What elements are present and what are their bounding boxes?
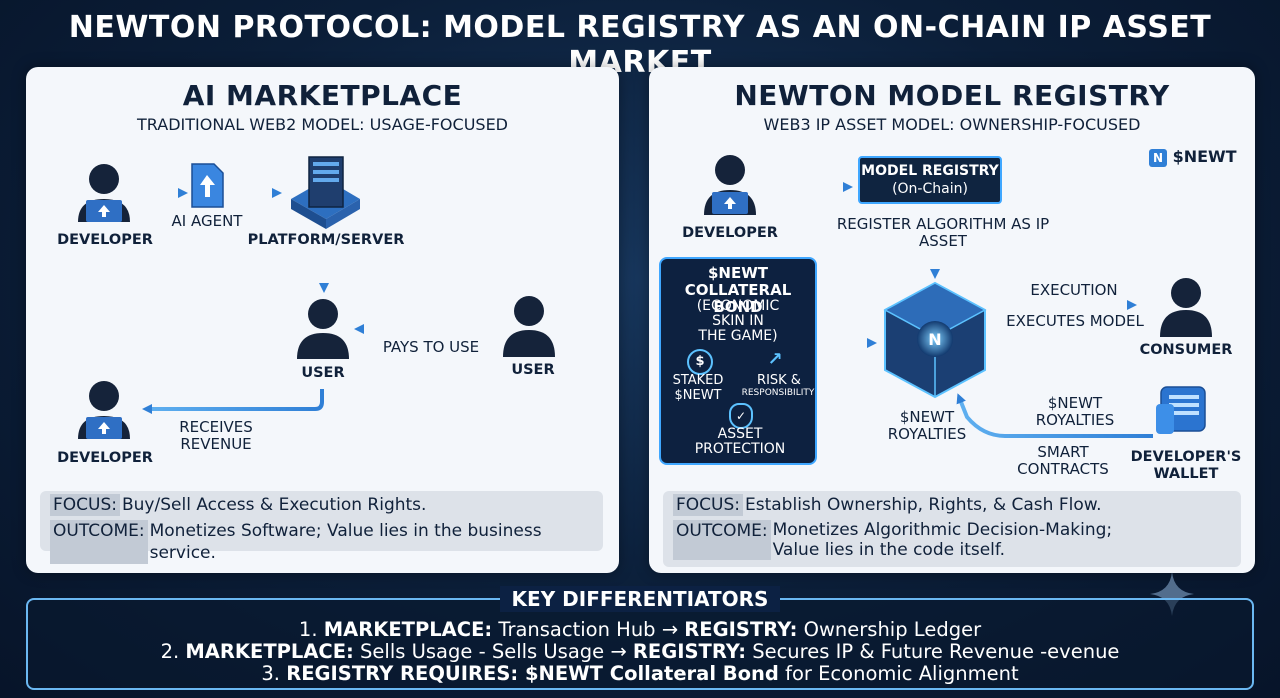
platform-label: PLATFORM/SERVER [247,232,405,248]
consumer-label: CONSUMER [1139,342,1233,358]
wallet-label: DEVELOPER'S WALLET [1130,449,1242,482]
newton-registry-panel: NEWTON MODEL REGISTRY WEB3 IP ASSET MODE… [649,67,1255,573]
ai-marketplace-panel: AI MARKETPLACE TRADITIONAL WEB2 MODEL: U… [26,67,619,573]
collateral-bond-box: $NEWT COLLATERAL BOND (ECONOMIC SKIN IN … [659,257,817,465]
wallet-icon [1156,386,1206,434]
ai-agent-label: AI AGENT [171,212,243,230]
focus-value: Establish Ownership, Rights, & Cash Flow… [745,495,1102,515]
outcome-value: Monetizes Software; Value lies in the bu… [149,521,542,563]
bond-subtitle: (ECONOMIC SKIN IN THE GAME) [696,298,780,344]
bond-title: $NEWT COLLATERAL BOND [684,264,792,316]
asset-protection-label: ASSET PROTECTION [694,426,786,457]
risk-label: RISK & [757,373,801,388]
registry-onchain-label: (On-Chain) [892,181,968,197]
newton-logo-icon: N [1149,148,1167,167]
token-label: $NEWT [1172,147,1237,166]
developer-bottom-icon [78,381,130,439]
sparkle-icon [1150,572,1194,616]
focus-key: FOCUS: [673,494,743,516]
developer-label: DEVELOPER [682,225,778,241]
server-icon [291,156,360,229]
focus-outcome-box: FOCUS:Establish Ownership, Rights, & Cas… [663,491,1241,567]
panel-title: AI MARKETPLACE [182,79,463,112]
registry-flow-diagram: N [704,155,1212,438]
developer-bottom-label: DEVELOPER [57,450,153,466]
registry-label: MODEL REGISTRY [861,163,999,179]
executes-model-label: EXECUTES MODEL [1006,312,1144,330]
shield-icon: ✓ [729,403,753,429]
dollar-coin-icon: $ [687,349,713,375]
focus-key: FOCUS: [50,494,120,516]
outcome-value: Monetizes Algorithmic Decision-Making; V… [772,520,1113,560]
marketplace-flow-diagram [78,156,555,439]
user-icon [297,299,349,359]
pays-to-use-label: PAYS TO USE [382,338,480,356]
user-label: USER [301,365,345,381]
consumer-icon [1160,278,1212,337]
panel-title: NEWTON MODEL REGISTRY [734,79,1170,112]
royalties-center-label: $NEWT ROYALTIES [887,408,967,443]
focus-outcome-box: FOCUS:Buy/Sell Access & Execution Rights… [40,491,603,564]
svg-text:N: N [928,330,941,349]
user-right-icon [503,296,555,357]
ai-agent-document-icon [191,163,224,208]
responsibility-label: RESPONSIBILITY [741,388,815,398]
outcome-key: OUTCOME: [673,520,771,560]
page-title: NEWTON PROTOCOL: MODEL REGISTRY AS AN ON… [68,10,1212,80]
developer-icon [78,164,130,222]
differentiator-line-3: 3. REGISTRY REQUIRES: $NEWT Collateral B… [261,662,1019,685]
staked-label: STAKED $NEWT [672,373,724,403]
panel-subtitle: WEB3 IP ASSET MODEL: OWNERSHIP-FOCUSED [763,115,1141,134]
differentiator-line-2: 2. MARKETPLACE: Sells Usage - Sells Usag… [160,640,1120,663]
developer-icon [704,155,756,215]
growth-chart-icon: ↗ [767,349,783,370]
user-right-label: USER [511,362,555,378]
differentiator-line-1: 1. MARKETPLACE: Transaction Hub → REGIST… [298,618,982,641]
royalties-right-label: $NEWT ROYALTIES [1035,394,1115,429]
outcome-key: OUTCOME: [50,520,148,564]
receives-revenue-label: RECEIVES REVENUE [179,418,253,453]
model-registry-box: MODEL REGISTRY (On-Chain) [858,156,1002,204]
newt-token-badge: N $NEWT [1149,147,1237,167]
key-differentiators-title: KEY DIFFERENTIATORS [500,586,780,612]
focus-value: Buy/Sell Access & Execution Rights. [122,495,427,515]
panel-subtitle: TRADITIONAL WEB2 MODEL: USAGE-FOCUSED [137,115,508,134]
key-differentiators-box [26,598,1254,690]
execution-label: EXECUTION [1030,281,1118,299]
smart-contracts-label: SMART CONTRACTS [1017,443,1109,478]
register-label: REGISTER ALGORITHM AS IP ASSET [836,215,1050,250]
developer-label: DEVELOPER [57,232,153,248]
blockchain-cube-icon: N [883,281,987,399]
